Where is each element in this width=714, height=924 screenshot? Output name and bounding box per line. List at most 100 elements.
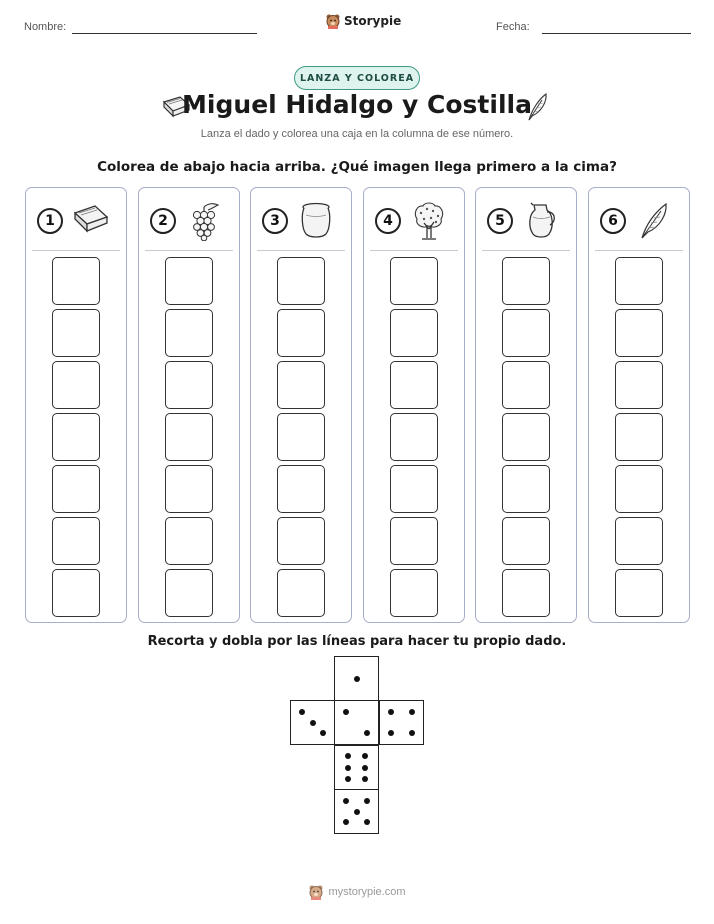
name-line[interactable]: [72, 33, 257, 34]
column-2: 2: [138, 187, 240, 623]
dice-dot: [353, 808, 360, 815]
dice-dot: [345, 753, 351, 759]
color-box[interactable]: [277, 309, 325, 357]
column-divider: [595, 250, 683, 251]
color-box[interactable]: [390, 309, 438, 357]
color-box[interactable]: [52, 517, 100, 565]
dice-dot: [364, 730, 370, 736]
dice-face-5: [334, 789, 379, 834]
subtitle: Lanza el dado y colorea una caja en la c…: [200, 128, 514, 140]
footer: mystorypie.com: [0, 884, 714, 900]
date-label: Fecha:: [496, 21, 530, 33]
column-divider: [145, 250, 233, 251]
color-box[interactable]: [502, 309, 550, 357]
column-number: 4: [375, 208, 401, 234]
color-box[interactable]: [165, 569, 213, 617]
instruction: Colorea de abajo hacia arriba. ¿Qué imag…: [97, 159, 617, 175]
dice-face-3: [290, 700, 335, 745]
dice-dot: [362, 776, 368, 782]
page-title: Miguel Hidalgo y Costilla: [182, 90, 532, 119]
color-box[interactable]: [165, 257, 213, 305]
color-box[interactable]: [52, 309, 100, 357]
color-box[interactable]: [390, 517, 438, 565]
book-icon: [162, 96, 191, 118]
dice-dot: [409, 730, 415, 736]
color-box[interactable]: [390, 465, 438, 513]
column-number: 3: [262, 208, 288, 234]
color-box[interactable]: [615, 257, 663, 305]
color-box[interactable]: [615, 361, 663, 409]
dice-dot: [362, 764, 368, 771]
dice-dot: [343, 709, 349, 715]
color-box[interactable]: [502, 257, 550, 305]
color-box[interactable]: [52, 361, 100, 409]
column-5: 5: [475, 187, 577, 623]
color-box[interactable]: [390, 361, 438, 409]
color-box[interactable]: [390, 413, 438, 461]
color-box[interactable]: [390, 257, 438, 305]
dice-dot: [345, 764, 351, 771]
color-box[interactable]: [277, 465, 325, 513]
color-box[interactable]: [277, 517, 325, 565]
book-icon: [73, 205, 109, 233]
column-4: 4: [363, 187, 465, 623]
storypie-logo: Storypie: [325, 13, 401, 29]
tree-icon: [414, 202, 444, 240]
bear-icon: [326, 14, 340, 29]
color-box[interactable]: [52, 465, 100, 513]
color-box[interactable]: [277, 257, 325, 305]
color-box[interactable]: [165, 517, 213, 565]
color-box[interactable]: [165, 465, 213, 513]
color-box[interactable]: [502, 465, 550, 513]
dice-dot: [345, 776, 351, 782]
color-box[interactable]: [615, 413, 663, 461]
column-divider: [370, 250, 458, 251]
color-box[interactable]: [277, 413, 325, 461]
dice-net: [290, 656, 424, 834]
dice-dot: [409, 709, 415, 715]
bear-icon: [309, 885, 323, 900]
color-box[interactable]: [615, 517, 663, 565]
color-box[interactable]: [52, 569, 100, 617]
color-box[interactable]: [390, 569, 438, 617]
dice-dot: [388, 730, 394, 736]
dice-face-4: [379, 700, 424, 745]
feather-icon: [641, 202, 667, 239]
dice-dot: [364, 819, 370, 825]
dice-dot: [343, 798, 349, 804]
footer-url[interactable]: mystorypie.com: [328, 886, 406, 898]
color-box[interactable]: [502, 413, 550, 461]
color-box[interactable]: [502, 517, 550, 565]
color-box[interactable]: [615, 309, 663, 357]
dice-dot: [299, 709, 305, 715]
activity-badge: LANZA Y COLOREA: [294, 66, 420, 90]
color-box[interactable]: [277, 361, 325, 409]
column-3: 3: [250, 187, 352, 623]
date-line[interactable]: [542, 33, 691, 34]
column-number: 2: [150, 208, 176, 234]
color-box[interactable]: [165, 361, 213, 409]
dice-dot: [388, 709, 394, 715]
column-number: 1: [37, 208, 63, 234]
dice-dot: [320, 730, 326, 736]
column-6: 6: [588, 187, 690, 623]
color-box[interactable]: [52, 413, 100, 461]
color-box[interactable]: [502, 569, 550, 617]
color-box[interactable]: [165, 309, 213, 357]
dice-face-6: [334, 745, 379, 790]
color-box[interactable]: [615, 569, 663, 617]
column-divider: [482, 250, 570, 251]
column-1: 1: [25, 187, 127, 623]
feather-icon: [528, 92, 547, 121]
color-box[interactable]: [615, 465, 663, 513]
dice-dot: [343, 819, 349, 825]
dice-instruction: Recorta y dobla por las líneas para hace…: [147, 634, 567, 649]
dice-face-1: [334, 656, 379, 701]
dice-dot: [353, 675, 360, 682]
grapes-icon: [192, 203, 220, 241]
dice-dot: [362, 753, 368, 759]
color-box[interactable]: [52, 257, 100, 305]
color-box[interactable]: [277, 569, 325, 617]
color-box[interactable]: [165, 413, 213, 461]
color-box[interactable]: [502, 361, 550, 409]
